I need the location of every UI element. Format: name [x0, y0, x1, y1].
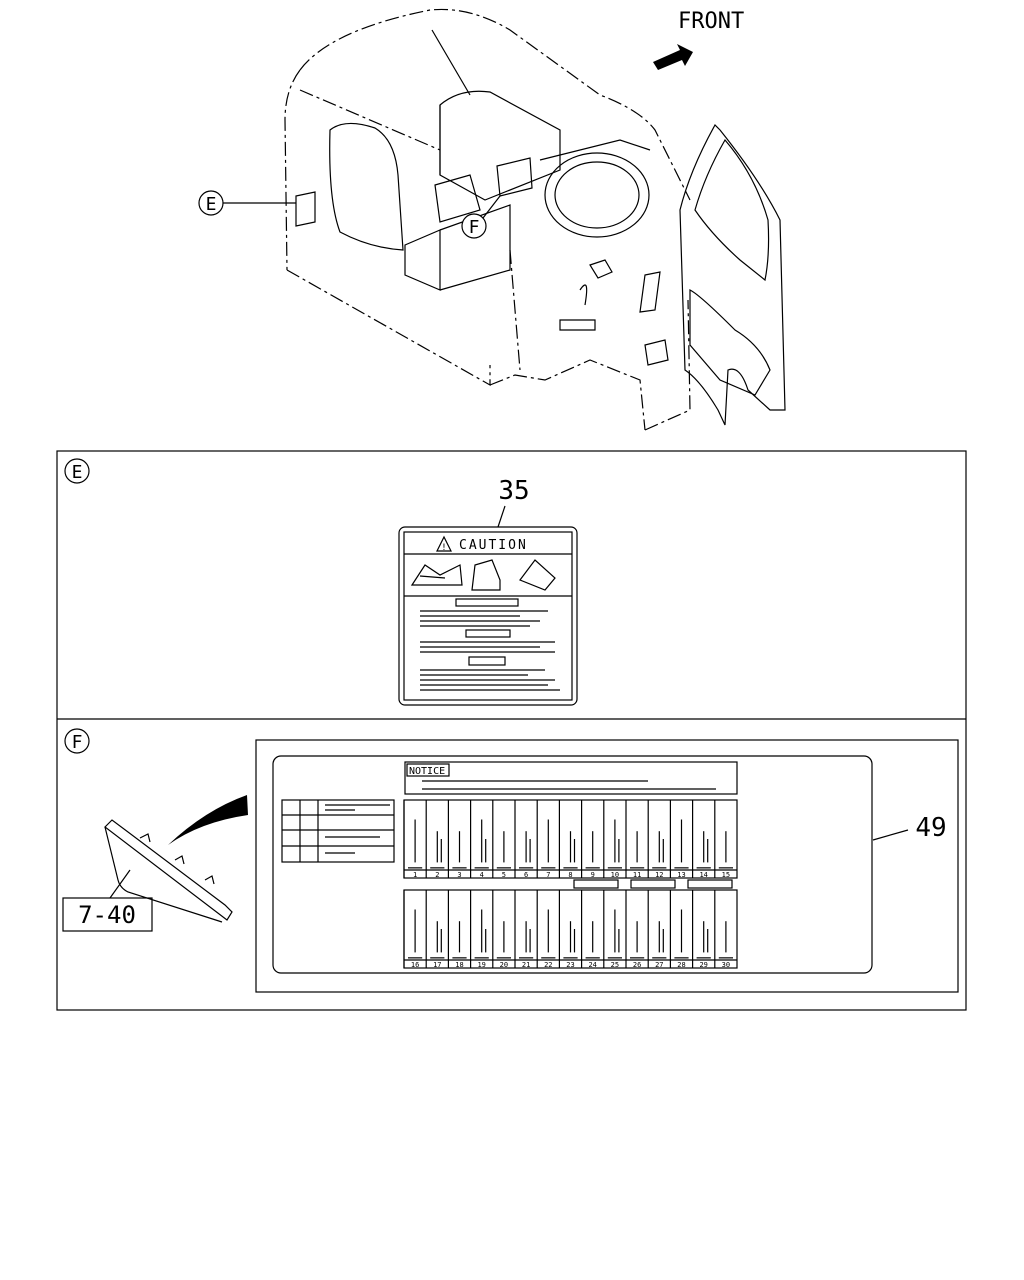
- fuse-slot: 14: [691, 800, 711, 879]
- fuse-number: 26: [633, 961, 641, 969]
- fuse-slot: 13: [669, 800, 689, 879]
- front-label: FRONT: [678, 9, 744, 34]
- part-number-35: 35: [498, 476, 529, 506]
- fuse-row-bottom: 16 17 18 19 20 21 22 23 24 25 26 27 28 29 30: [403, 889, 738, 969]
- svg-text:E: E: [206, 194, 217, 215]
- fuse-slot: 12: [647, 800, 667, 879]
- fuse-number: 17: [433, 961, 441, 969]
- fuse-number: 16: [411, 961, 419, 969]
- svg-text:!: !: [441, 543, 446, 553]
- detail-e-callout: E: [72, 462, 83, 483]
- fuse-number: 12: [655, 871, 663, 879]
- detail-e-section: E 35 ! CAUTION: [64, 458, 578, 706]
- part-number-49: 49: [915, 813, 946, 843]
- fuse-number: 15: [722, 871, 730, 879]
- fuse-number: 3: [457, 871, 461, 879]
- fuse-slot: 17: [425, 890, 445, 969]
- fuse-slot: 2: [425, 800, 445, 879]
- fuse-number: 28: [677, 961, 685, 969]
- cab-interior-illustration: [284, 8, 786, 431]
- fuse-number: 18: [455, 961, 463, 969]
- svg-text:F: F: [469, 217, 480, 238]
- fuse-slot: 5: [492, 800, 511, 879]
- pictogram-door-icon: [519, 559, 556, 591]
- detail-f-section: F 7-40 49 NOTICE: [62, 728, 959, 993]
- fuse-number: 19: [477, 961, 485, 969]
- front-arrow-icon: [653, 44, 693, 70]
- fuse-box-cover: [104, 819, 233, 923]
- fuse-slot: 28: [669, 890, 689, 969]
- overview-callout-e: E: [198, 190, 296, 216]
- fuse-slot: 22: [536, 890, 556, 969]
- fuse-number: 23: [566, 961, 574, 969]
- detail-f-callout: F: [72, 732, 83, 753]
- fuse-slot: 18: [447, 890, 467, 969]
- fuse-slot: 4: [470, 800, 489, 879]
- fuse-slot: 30: [714, 890, 733, 969]
- fuse-number: 20: [500, 961, 508, 969]
- fuse-slot: 20: [492, 890, 511, 969]
- fuse-number: 7: [546, 871, 550, 879]
- fuse-number: 24: [588, 961, 596, 969]
- label-location-f: [496, 157, 533, 197]
- notice-box: NOTICE: [404, 761, 738, 795]
- front-direction-indicator: FRONT: [653, 9, 744, 70]
- fuse-number: 27: [655, 961, 663, 969]
- fuse-slot: 9: [580, 800, 600, 879]
- fuse-number: 25: [611, 961, 619, 969]
- label-location-e: [295, 191, 316, 227]
- fuse-slot: 7: [536, 800, 556, 879]
- spare-fuse-tabs: [573, 879, 733, 889]
- fuse-number: 4: [480, 871, 484, 879]
- fuse-slot: 11: [625, 800, 645, 879]
- fuse-slot: 25: [603, 890, 622, 969]
- fuse-slot: 6: [514, 800, 534, 879]
- fuse-slot: 19: [470, 890, 489, 969]
- fuse-slot: 15: [714, 800, 733, 879]
- pictogram-seat-icon: [471, 559, 501, 591]
- reference-7-40: 7-40: [78, 901, 136, 929]
- fuse-slot: 8: [558, 800, 578, 879]
- fuse-label: [272, 755, 873, 974]
- fuse-slot: 10: [603, 800, 622, 879]
- fuse-slot: 21: [514, 890, 534, 969]
- caution-title: CAUTION: [459, 538, 528, 553]
- fuse-number: 14: [699, 871, 707, 879]
- fuse-number: 8: [568, 871, 572, 879]
- fuse-label-frame: [255, 739, 959, 993]
- fuse-number: 10: [611, 871, 619, 879]
- fuse-slot: 1: [403, 800, 423, 879]
- caution-label: ! CAUTION: [398, 526, 578, 706]
- fuse-number: 2: [435, 871, 439, 879]
- fuse-number: 22: [544, 961, 552, 969]
- overview-callout-f: F: [461, 195, 501, 239]
- fuse-slot: 24: [580, 890, 600, 969]
- fuse-number: 6: [524, 871, 528, 879]
- fuse-number: 1: [413, 871, 417, 879]
- legend-table: [281, 799, 395, 863]
- fuse-slot: 23: [558, 890, 578, 969]
- reference-box: [62, 897, 153, 932]
- fuse-slot: 27: [647, 890, 667, 969]
- fuse-slot: 3: [447, 800, 467, 879]
- fuse-number: 29: [699, 961, 707, 969]
- fuse-number: 9: [591, 871, 595, 879]
- fuse-slot: 16: [403, 890, 423, 969]
- notice-title: NOTICE: [409, 766, 445, 777]
- fuse-number: 21: [522, 961, 530, 969]
- fuse-slot: 29: [691, 890, 711, 969]
- pictogram-lever-icon: [410, 564, 463, 586]
- fuse-number: 30: [722, 961, 730, 969]
- detail-frame: [56, 450, 967, 1011]
- fuse-slot: 26: [625, 890, 645, 969]
- warning-triangle-icon: [436, 535, 452, 552]
- pointer-wedge: [168, 795, 248, 845]
- fuse-number: 11: [633, 871, 641, 879]
- fuse-number: 13: [677, 871, 685, 879]
- fuse-number: 5: [502, 871, 506, 879]
- steering-wheel: [544, 152, 650, 238]
